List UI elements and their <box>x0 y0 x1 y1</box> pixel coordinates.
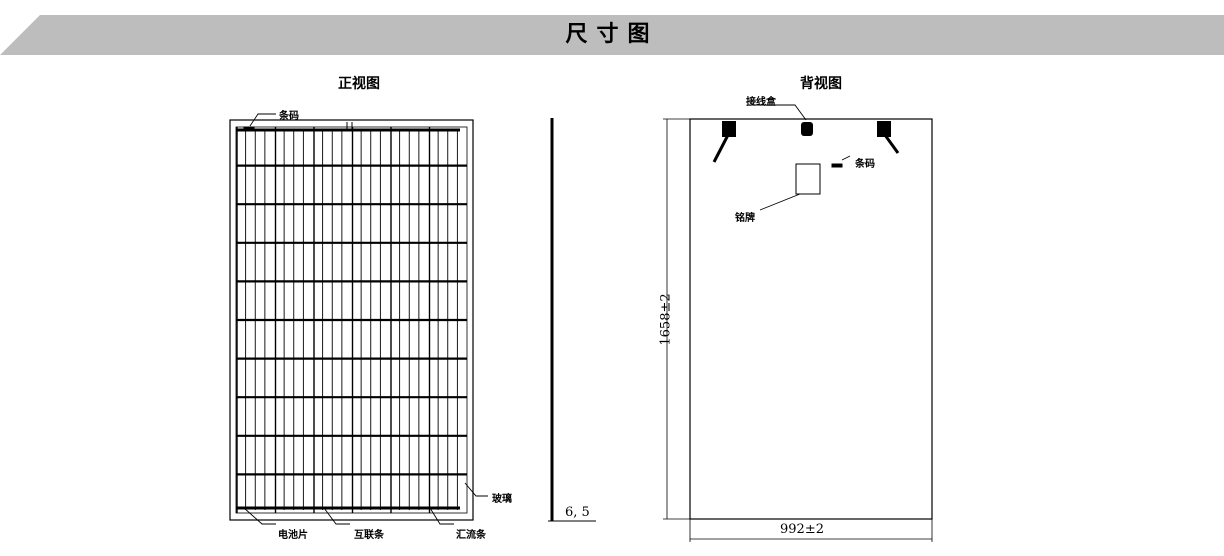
header-band-shape <box>0 15 1224 55</box>
solar-cell-grid <box>236 127 467 513</box>
glass-label: 玻璃 <box>492 494 512 505</box>
interconnect-label: 互联条 <box>354 530 384 541</box>
back-view-panel <box>663 104 933 542</box>
height-dimension: 1658±2 <box>658 293 674 346</box>
header-band: 尺寸图 <box>0 15 1224 55</box>
thickness-dimension: 6, 5 <box>565 505 590 520</box>
busbar-label: 汇流条 <box>456 530 486 541</box>
cell-label: 电池片 <box>278 530 308 541</box>
barcode-mark-back <box>831 163 843 168</box>
back-view-title: 背视图 <box>800 76 842 92</box>
front-view-title: 正视图 <box>338 76 380 92</box>
barcode-mark-front <box>243 126 255 132</box>
front-view-panel <box>229 119 474 521</box>
front-barcode-label: 条码 <box>279 111 299 122</box>
width-dimension: 992±2 <box>780 522 824 537</box>
page-title: 尺寸图 <box>565 22 659 47</box>
junction-boxes <box>712 121 900 163</box>
nameplate-label: 铭牌 <box>735 213 755 224</box>
back-barcode-label: 条码 <box>855 159 875 170</box>
nameplate-rect <box>795 163 821 195</box>
side-view <box>548 118 596 522</box>
front-view-leaders <box>243 113 488 525</box>
junction-box-label: 接线盒 <box>746 97 776 108</box>
